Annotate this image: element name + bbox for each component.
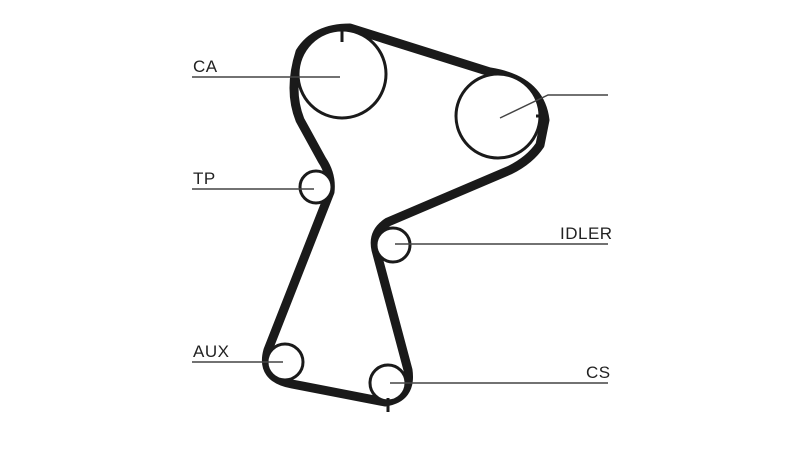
pulley-right xyxy=(454,72,542,160)
label-tp: TP xyxy=(193,169,216,188)
label-cs: CS xyxy=(586,363,611,382)
pulley-idler xyxy=(374,226,412,264)
labels: CA TP IDLER AUX CS xyxy=(193,57,613,382)
pulley-ca xyxy=(296,28,388,120)
pulley-tp xyxy=(298,169,334,205)
leader-right xyxy=(499,94,608,119)
pulleys xyxy=(265,28,542,403)
timing-marks xyxy=(340,28,546,412)
label-ca: CA xyxy=(193,57,218,76)
label-aux: AUX xyxy=(193,342,229,361)
leader-lines xyxy=(192,76,608,384)
label-idler: IDLER xyxy=(560,224,613,243)
